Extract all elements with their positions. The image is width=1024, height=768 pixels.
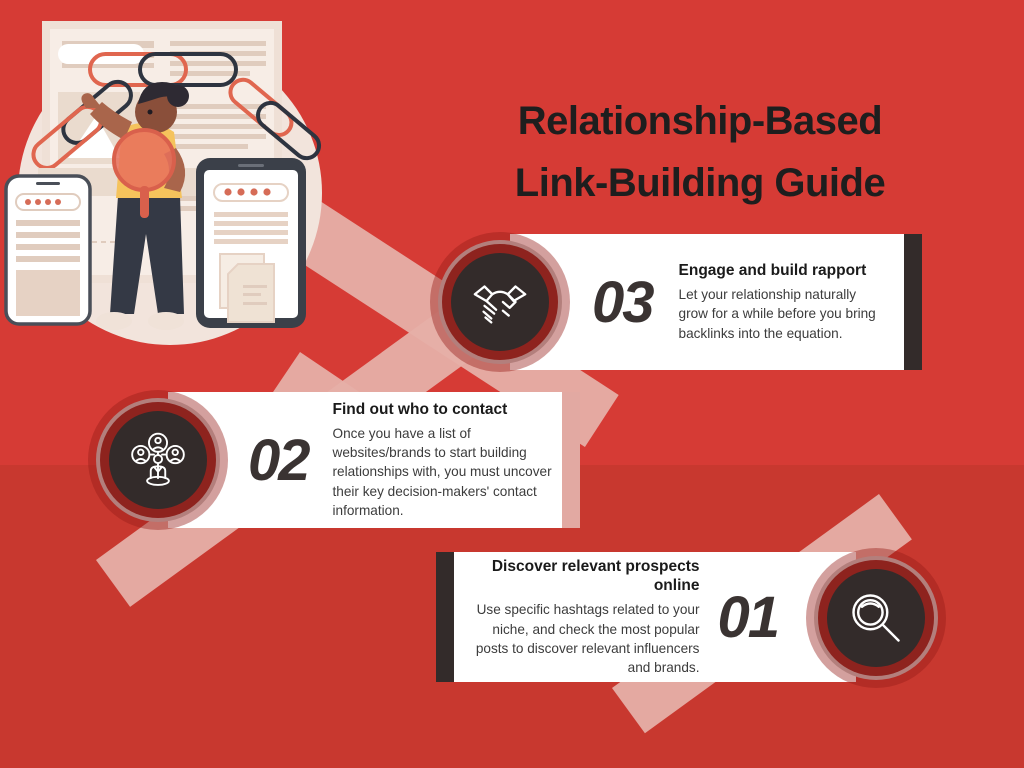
- step-title: Find out who to contact: [332, 400, 508, 418]
- step-body: Use specific hashtags related to your ni…: [475, 602, 700, 676]
- step-number: 03: [592, 269, 654, 335]
- step-number: 01: [717, 584, 779, 650]
- card-accent-bar: [562, 392, 580, 528]
- step-title: Discover relevant prospects online: [491, 557, 700, 595]
- hero-illustration: [0, 8, 345, 353]
- card-accent-bar: [904, 234, 922, 370]
- handshake-medallion: [430, 232, 570, 372]
- magnifier-medallion: [806, 548, 946, 688]
- handshake-icon: [451, 253, 549, 351]
- step-title: Engage and build rapport: [678, 262, 867, 280]
- people-network-medallion: [88, 390, 228, 530]
- card-accent-bar: [436, 552, 454, 682]
- step-body: Let your relationship naturally grow for…: [678, 286, 876, 341]
- step-body: Once you have a list of websites/brands …: [332, 425, 552, 518]
- step-number: 02: [248, 427, 310, 493]
- magnifier-icon: [827, 569, 925, 667]
- title-line-1: Relationship-Based: [517, 99, 883, 143]
- people-network-icon: [109, 411, 207, 509]
- title-line-2: Link-Building Guide: [514, 161, 886, 205]
- page-title: Relationship-Based Link-Building Guide: [450, 90, 950, 214]
